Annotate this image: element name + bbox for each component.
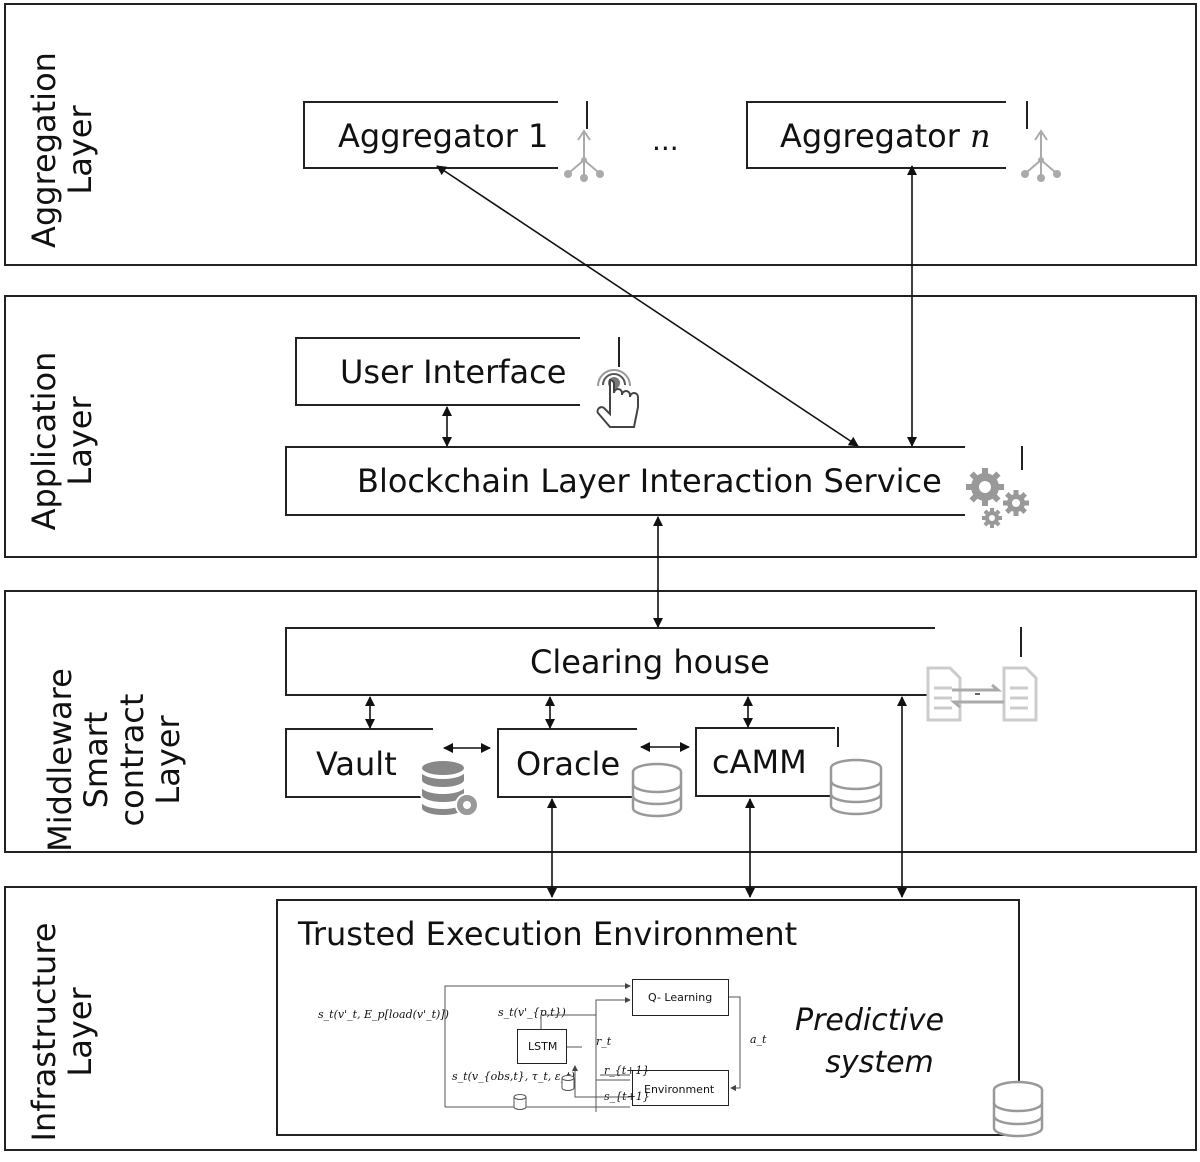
environment-box [632, 1070, 729, 1106]
vault-box [285, 728, 433, 798]
blis-label: Blockchain Layer Interaction Service [357, 462, 942, 500]
database-icon [829, 758, 883, 816]
predictive-system-label: Predictive system [795, 1003, 945, 1080]
ellipsis: ... [652, 124, 679, 157]
lstm-label: LSTM [528, 1040, 558, 1053]
touch-icon [596, 369, 639, 428]
database-gear-icon [420, 759, 479, 817]
camm-box [695, 727, 835, 797]
environment-label: Environment [644, 1083, 715, 1096]
database-icon [992, 1080, 1044, 1138]
aggregator-1-label: Aggregator 1 [338, 117, 549, 155]
clearing-house-box [285, 627, 935, 696]
aggregator-1-box [303, 101, 558, 169]
oracle-box [497, 728, 637, 798]
mini-database-icon [561, 1078, 575, 1091]
tee-label: Trusted Execution Environment [298, 915, 798, 953]
database-icon [631, 762, 683, 818]
mini-database-icon-2 [513, 1097, 527, 1110]
q-learning-box [632, 979, 729, 1016]
arrow-agg1-blis [436, 165, 859, 447]
state-load-label: s_t(v'_t, E_p[load(v'_t)]) [318, 1008, 449, 1021]
oracle-label: Oracle [516, 745, 621, 783]
r-t-label: r_t [596, 1035, 612, 1048]
a-t-label: a_t [750, 1033, 767, 1046]
clearing-house-label: Clearing house [530, 643, 770, 681]
hierarchy-icon [564, 129, 604, 182]
state-p-label: s_t(v'_{p,t}) [498, 1006, 566, 1019]
vault-label: Vault [316, 745, 397, 783]
lstm-box [517, 1029, 567, 1064]
gears-icon [966, 468, 1029, 528]
q-learning-label: Q- Learning [648, 991, 713, 1004]
camm-label: cAMM [712, 743, 807, 781]
state-obs-label: s_t(v_{obs,t}, τ_t, ε_t) [452, 1070, 575, 1083]
r-t1-label: r_{t+1} [604, 1064, 650, 1077]
predictive-diagram-lines [444, 983, 741, 1112]
blis-box [285, 446, 965, 516]
aggregator-n-box [746, 101, 1006, 169]
aggregator-n-label: Aggregator n [780, 117, 991, 155]
arrows [365, 165, 917, 898]
hierarchy-icon [1021, 129, 1061, 182]
document-exchange-icon [926, 666, 1038, 722]
